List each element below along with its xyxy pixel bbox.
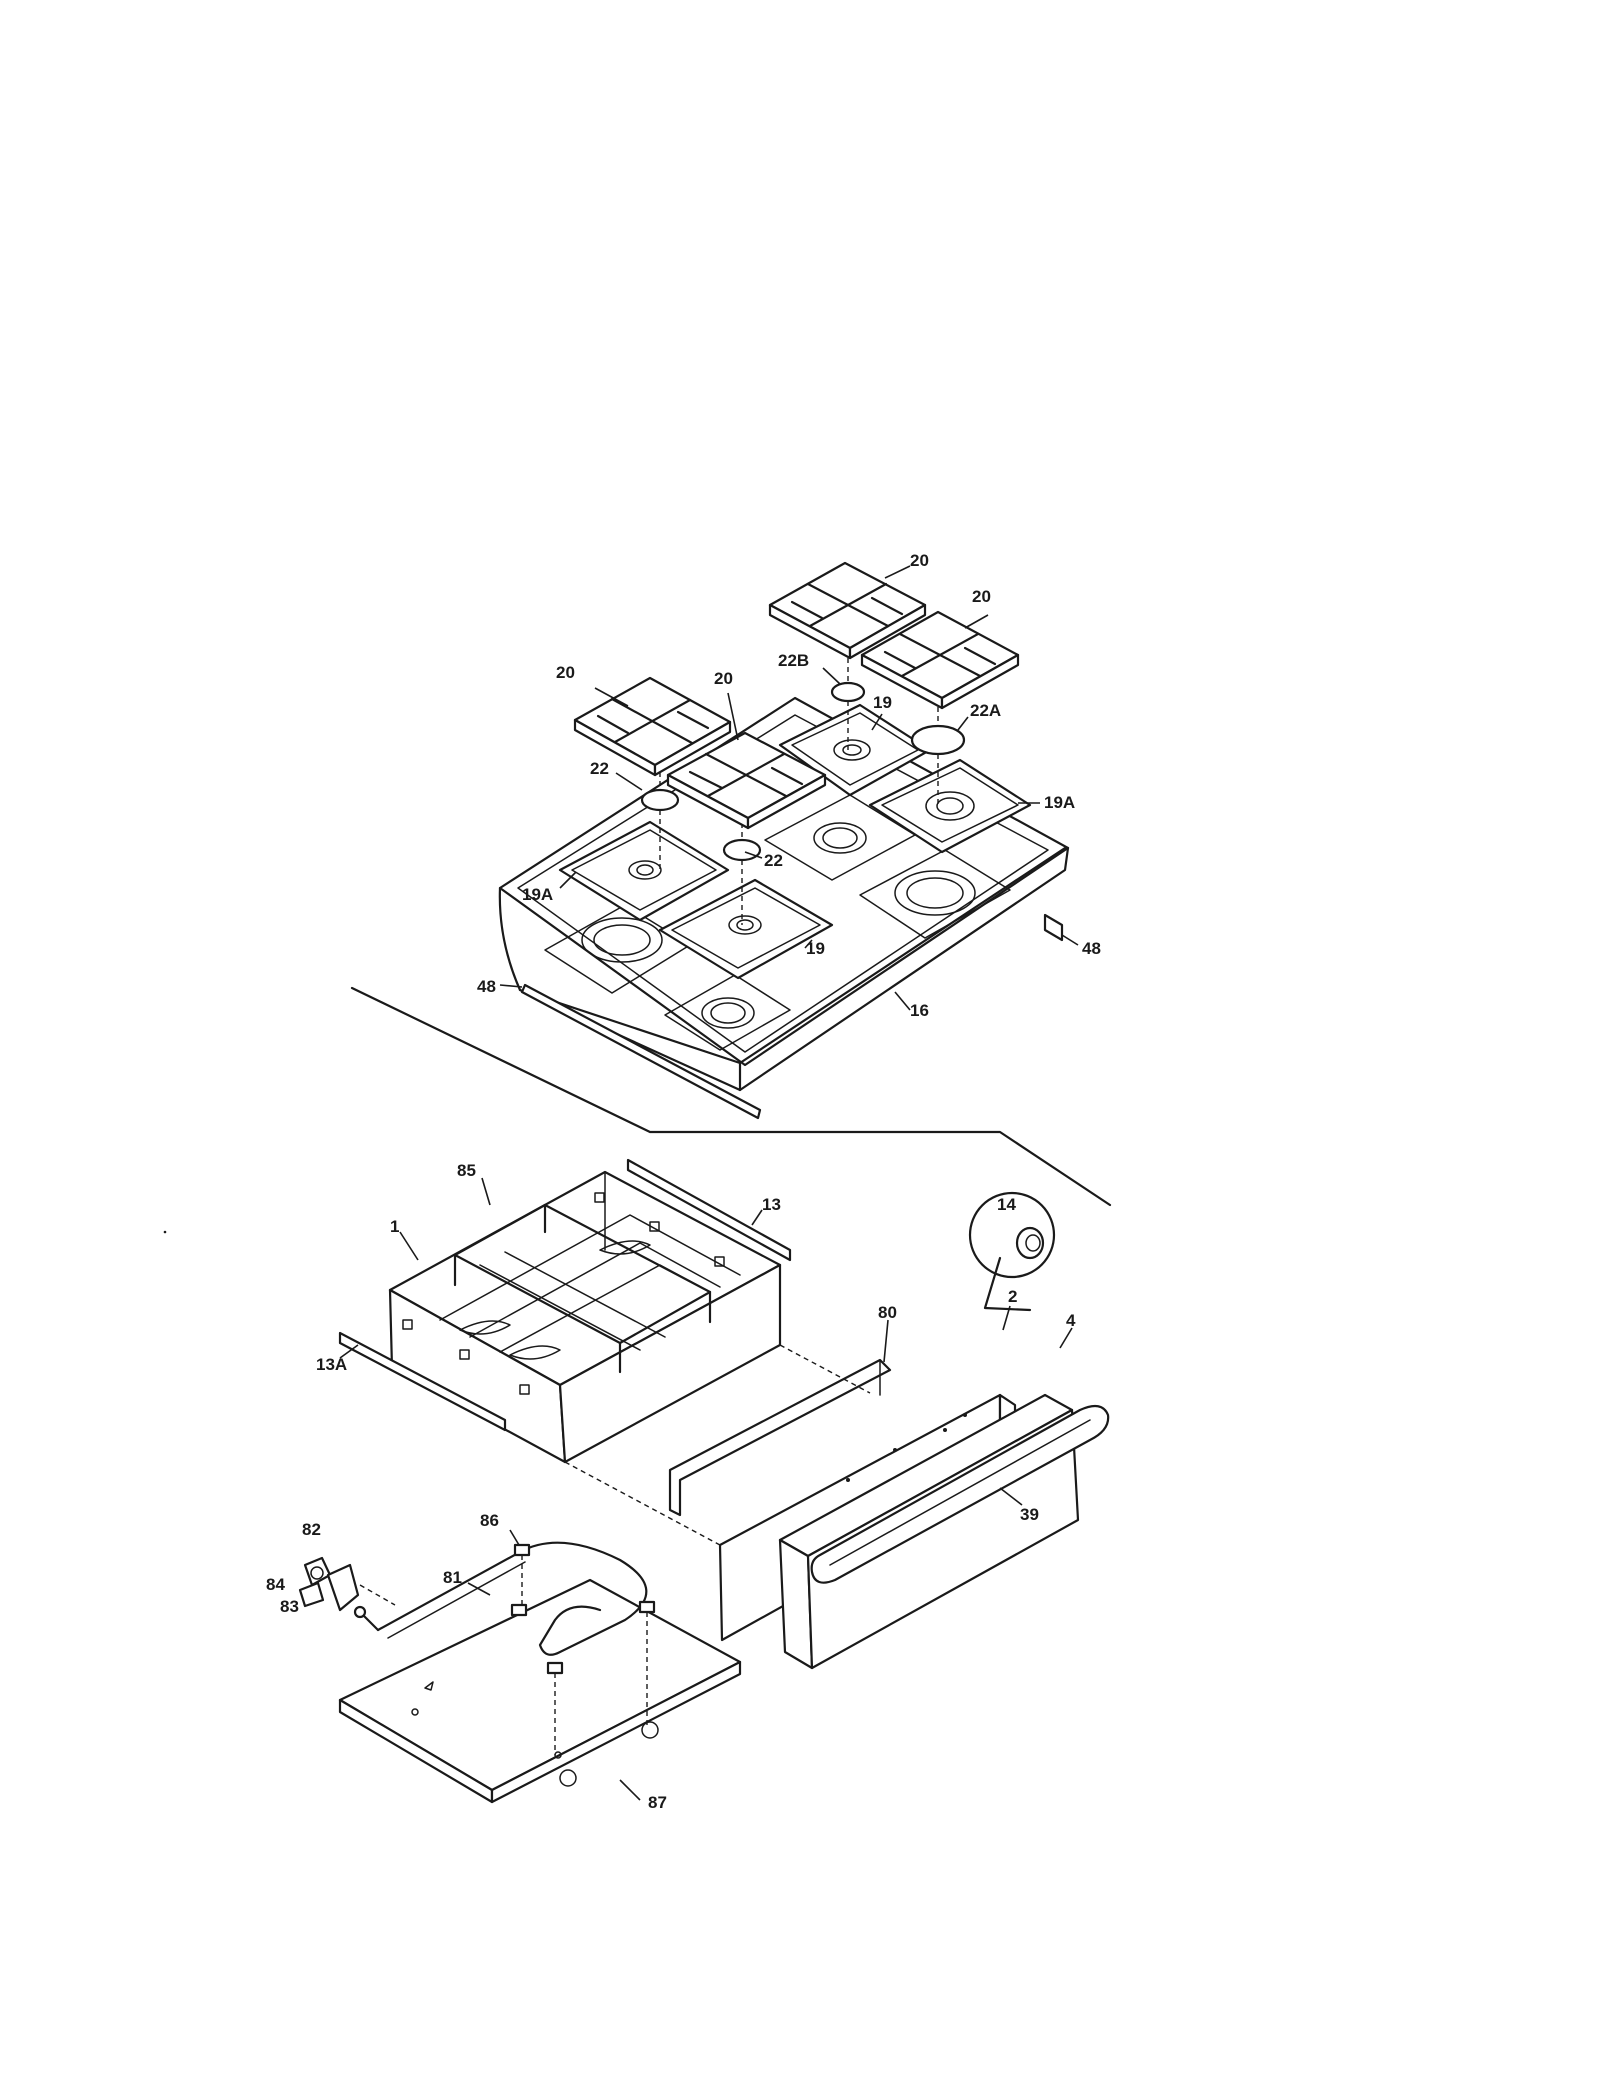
mounting-clip-86 <box>513 1543 531 1557</box>
callout-48-left: 48 <box>477 977 496 996</box>
callout-39: 39 <box>1020 1505 1039 1524</box>
slide-rail-13 <box>626 1158 792 1262</box>
bracket-83 <box>326 1563 360 1612</box>
section-divider-line <box>350 986 1112 1207</box>
callout-22A: 22A <box>970 701 1001 720</box>
spring-clip-84 <box>298 1581 325 1608</box>
callout-20-left: 20 <box>556 663 575 682</box>
slide-rail-13A <box>338 1331 507 1432</box>
grate-20-mid <box>666 731 827 830</box>
callout-20-top: 20 <box>910 551 929 570</box>
grate-20-far-right <box>860 610 1020 710</box>
callout-22-left: 22 <box>590 759 609 778</box>
callout-16: 16 <box>910 1001 929 1020</box>
callout-82: 82 <box>302 1520 321 1539</box>
callout-13: 13 <box>762 1195 781 1214</box>
broiler-rack-85 <box>453 1203 712 1374</box>
callout-22B: 22B <box>778 651 809 670</box>
cooktop-assembly <box>498 561 1070 1120</box>
callout-19-lower: 19 <box>806 939 825 958</box>
callout-19-upper: 19 <box>873 693 892 712</box>
broiler-box-1 <box>388 1170 782 1464</box>
drawer-liner-80 <box>668 1358 892 1517</box>
callout-1: 1 <box>390 1217 399 1236</box>
burner-grate-plate-19-left <box>658 878 834 980</box>
side-trim-48-right <box>1043 913 1064 942</box>
callout-13A: 13A <box>316 1355 347 1374</box>
burner-grate-plate-19A-left <box>558 820 730 922</box>
callout-81: 81 <box>443 1568 462 1587</box>
callout-86: 86 <box>480 1511 499 1530</box>
callout-87: 87 <box>648 1793 667 1812</box>
broiler-burner-81 <box>376 1541 648 1656</box>
grate-20-top-right <box>768 561 927 660</box>
callout-80: 80 <box>878 1303 897 1322</box>
burner-cap-22-left <box>640 788 680 812</box>
broiler-drawer-assembly <box>338 1158 1110 1670</box>
callout-labels: 20 20 20 20 22B 22A 19 19A 22 22 19A 19 … <box>266 551 1101 1812</box>
callout-leaders <box>339 565 1079 1801</box>
callout-20-far-right: 20 <box>972 587 991 606</box>
knob-detail-14 <box>968 1191 1056 1312</box>
callout-2: 2 <box>1008 1287 1017 1306</box>
callout-48-right: 48 <box>1082 939 1101 958</box>
callout-20-mid: 20 <box>714 669 733 688</box>
burner-cap-22A <box>910 724 966 756</box>
callout-85: 85 <box>457 1161 476 1180</box>
broiler-burner-assembly <box>298 1541 742 1804</box>
burner-cap-22B <box>830 681 866 703</box>
drawer-handle-39 <box>810 1404 1110 1584</box>
callout-22-mid: 22 <box>764 851 783 870</box>
callout-14: 14 <box>997 1195 1016 1214</box>
stray-dot <box>163 1230 167 1234</box>
callout-83: 83 <box>280 1597 299 1616</box>
callout-19A-left: 19A <box>522 885 553 904</box>
callout-4: 4 <box>1066 1311 1076 1330</box>
callout-84: 84 <box>266 1575 285 1594</box>
burner-grate-plate-19A-right <box>868 758 1032 854</box>
side-trim-48-left <box>520 983 762 1120</box>
oven-bottom-87 <box>338 1578 742 1804</box>
burner-cap-22-mid <box>722 838 762 862</box>
igniter-82 <box>303 1556 332 1587</box>
callout-19A-right: 19A <box>1044 793 1075 812</box>
grate-20-left <box>573 676 732 777</box>
